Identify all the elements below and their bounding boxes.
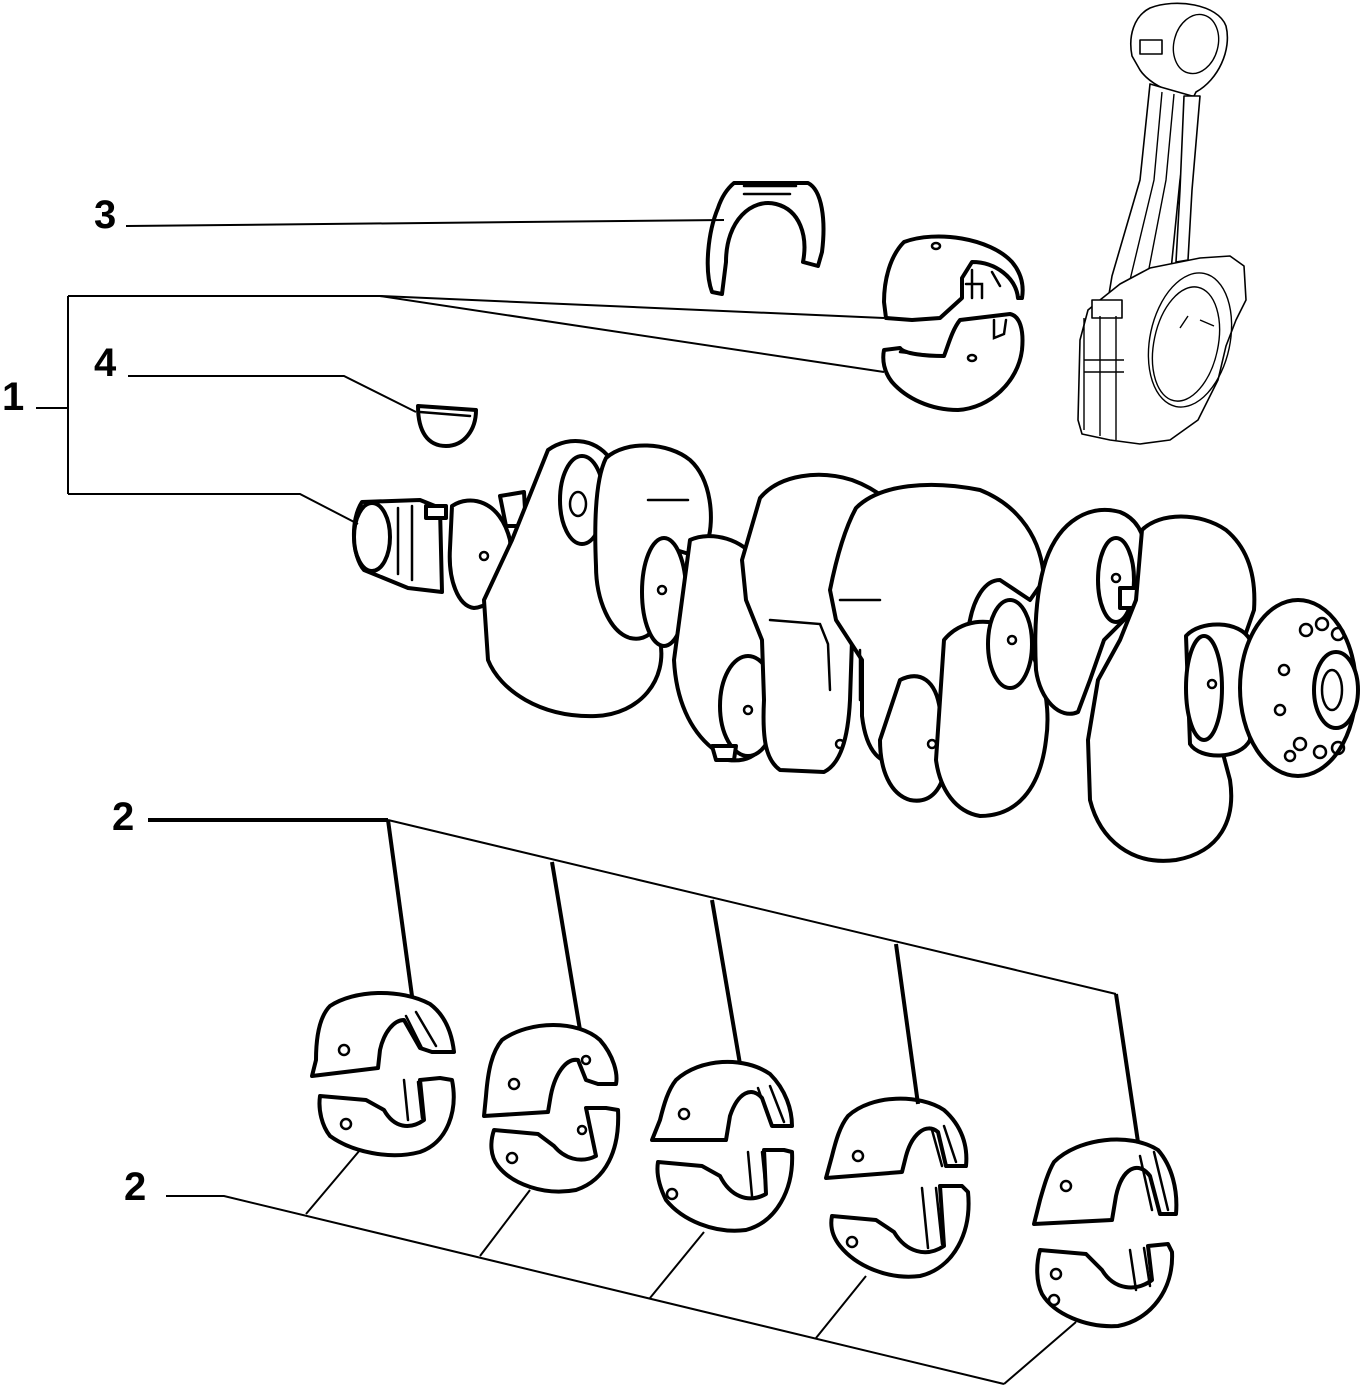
connecting-rod xyxy=(1077,2,1247,445)
conrod-bearing-upper-shell xyxy=(882,234,1025,322)
main-bearing-pair-5 xyxy=(1032,1137,1179,1329)
leader-lines xyxy=(36,219,1140,1385)
main-bearing-pair-3 xyxy=(650,1059,795,1233)
callout-3: 3 xyxy=(94,193,116,237)
woodruff-key xyxy=(416,404,478,448)
thrust-washer xyxy=(705,181,826,296)
callout-2-bottom: 2 xyxy=(124,1165,146,1209)
callout-2-top: 2 xyxy=(112,795,134,839)
main-bearing-pair-1 xyxy=(310,990,456,1158)
conrod-bearing-lower-shell xyxy=(881,312,1025,412)
callout-4: 4 xyxy=(94,341,117,385)
main-bearing-pair-4 xyxy=(824,1096,971,1279)
main-bearing-pair-2 xyxy=(482,1023,621,1194)
callout-1: 1 xyxy=(2,375,24,419)
crankshaft xyxy=(351,438,1360,863)
